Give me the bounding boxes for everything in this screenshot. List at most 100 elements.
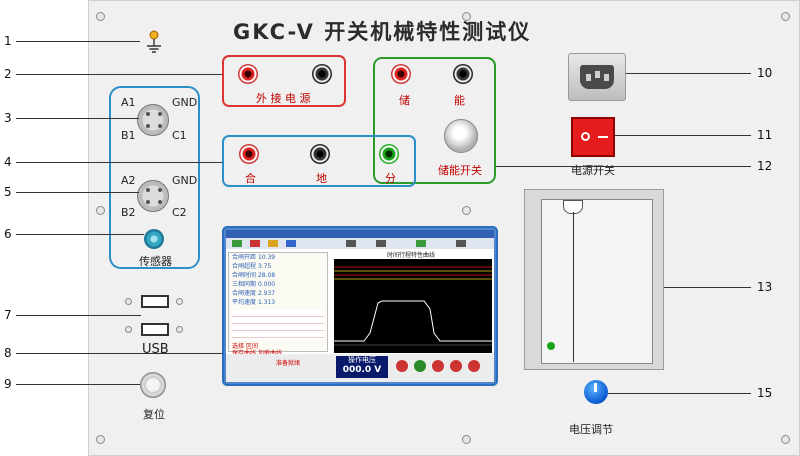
storage-positive-jack[interactable] [391, 64, 411, 84]
voltage-adjust-knob[interactable] [584, 380, 608, 404]
operating-voltage-label: 操作电压 [348, 356, 376, 364]
tool-icon[interactable] [416, 240, 426, 247]
params-row: 合闸超程 3.75 [232, 263, 272, 270]
callout-8: 8 [4, 346, 12, 360]
printer-door[interactable] [541, 199, 653, 364]
tool-icon[interactable] [376, 240, 386, 247]
screw [96, 206, 105, 215]
callout-12: 12 [757, 159, 773, 173]
tool-icon[interactable] [250, 240, 260, 247]
sensor-group [109, 86, 200, 269]
connector-pin [158, 200, 162, 204]
connector-pin [146, 200, 150, 204]
screen-control-icon[interactable] [468, 360, 480, 372]
voltage-adjust-label: 电压调节 [569, 423, 613, 436]
callout-15: 15 [757, 386, 773, 400]
leader-line [16, 384, 140, 385]
callout-13: 13 [757, 280, 773, 294]
tool-icon[interactable] [456, 240, 466, 247]
screen-control-icon[interactable] [414, 360, 426, 372]
knob-indicator [594, 383, 597, 392]
screw [462, 435, 471, 444]
connector-pin [146, 112, 150, 116]
close-jack[interactable] [239, 144, 259, 164]
callout-2: 2 [4, 67, 12, 81]
screw [176, 298, 183, 305]
tool-icon[interactable] [346, 240, 356, 247]
callout-7: 7 [4, 308, 12, 322]
channel-1-connector[interactable] [137, 104, 169, 136]
printer [524, 189, 664, 370]
external-power-positive-jack[interactable] [238, 64, 258, 84]
power-socket[interactable] [568, 53, 626, 101]
screen-control-icon[interactable] [396, 360, 408, 372]
params-row: 合闸速度 2.937 [232, 290, 276, 297]
screen-buttons: 保存曲线 加载曲线 [229, 350, 327, 357]
screw [96, 435, 105, 444]
screw [462, 206, 471, 215]
ground-icon [147, 30, 161, 53]
channel-2-connector[interactable] [137, 180, 169, 212]
screw [96, 12, 105, 21]
lcd-screen[interactable]: 合闸开距 10.39 合闸超程 3.75 合闸时间 28.08 三相同期 0.0… [222, 226, 498, 386]
operating-voltage-value: 000.0 V [342, 365, 382, 375]
lcd-toolbar [226, 238, 494, 249]
storage-switch-button[interactable] [444, 119, 478, 153]
tool-icon[interactable] [286, 240, 296, 247]
reset-button[interactable] [140, 372, 166, 398]
open-label: 分 [385, 172, 396, 185]
screw [781, 12, 790, 21]
params-row: 合闸开距 10.39 [232, 254, 276, 261]
tool-icon[interactable] [268, 240, 278, 247]
a2-label: A2 [121, 174, 136, 187]
connector-pin [158, 124, 162, 128]
power-off-symbol [581, 132, 590, 141]
leader-line [16, 41, 140, 42]
storage-group-top [373, 57, 496, 111]
usb-port-2[interactable] [141, 323, 169, 336]
usb-port-1[interactable] [141, 295, 169, 308]
callout-4: 4 [4, 155, 12, 169]
ground-jack[interactable] [310, 144, 330, 164]
leader-line [16, 353, 222, 354]
socket-pin [595, 71, 600, 78]
callout-9: 9 [4, 377, 12, 391]
leader-line [16, 234, 144, 235]
screen-control-icon[interactable] [450, 360, 462, 372]
tool-icon[interactable] [232, 240, 242, 247]
callout-10: 10 [757, 66, 773, 80]
storage-switch-label: 储能开关 [438, 164, 482, 177]
phase-values-table [232, 310, 324, 340]
power-switch[interactable] [571, 117, 615, 157]
storage-label: 储 [399, 94, 410, 107]
save-curve-button[interactable]: 保存曲线 [232, 350, 256, 357]
b2-label: B2 [121, 206, 136, 219]
ground-label: 地 [316, 172, 327, 185]
callout-11: 11 [757, 128, 773, 142]
leader-line [16, 118, 139, 119]
storage-negative-jack[interactable] [453, 64, 473, 84]
gnd1-label: GND [172, 96, 198, 109]
energy-label: 能 [454, 94, 465, 107]
screen-control-icon[interactable] [432, 360, 444, 372]
select-button[interactable]: 选择 [232, 343, 245, 350]
lcd-status-bar: 准备就绪 操作电压 000.0 V [226, 354, 494, 382]
power-on-symbol [598, 136, 608, 138]
connector-pin [158, 112, 162, 116]
external-power-negative-jack[interactable] [312, 64, 332, 84]
open-jack[interactable] [379, 144, 399, 164]
usb-label: USB [142, 342, 169, 357]
b1-label: B1 [121, 129, 136, 142]
lcd-title-bar [226, 230, 494, 238]
sensor-label: 传感器 [139, 255, 172, 268]
leader-line [16, 162, 222, 163]
c2-label: C2 [172, 206, 187, 219]
load-curve-button[interactable]: 加载曲线 [258, 350, 282, 357]
external-power-label: 外 接 电 源 [256, 92, 311, 105]
printer-led [547, 342, 555, 350]
range-button[interactable]: 区间 [245, 343, 258, 350]
sensor-port[interactable] [144, 229, 164, 249]
close-open-group [222, 135, 416, 187]
callout-5: 5 [4, 185, 12, 199]
callout-6: 6 [4, 227, 12, 241]
